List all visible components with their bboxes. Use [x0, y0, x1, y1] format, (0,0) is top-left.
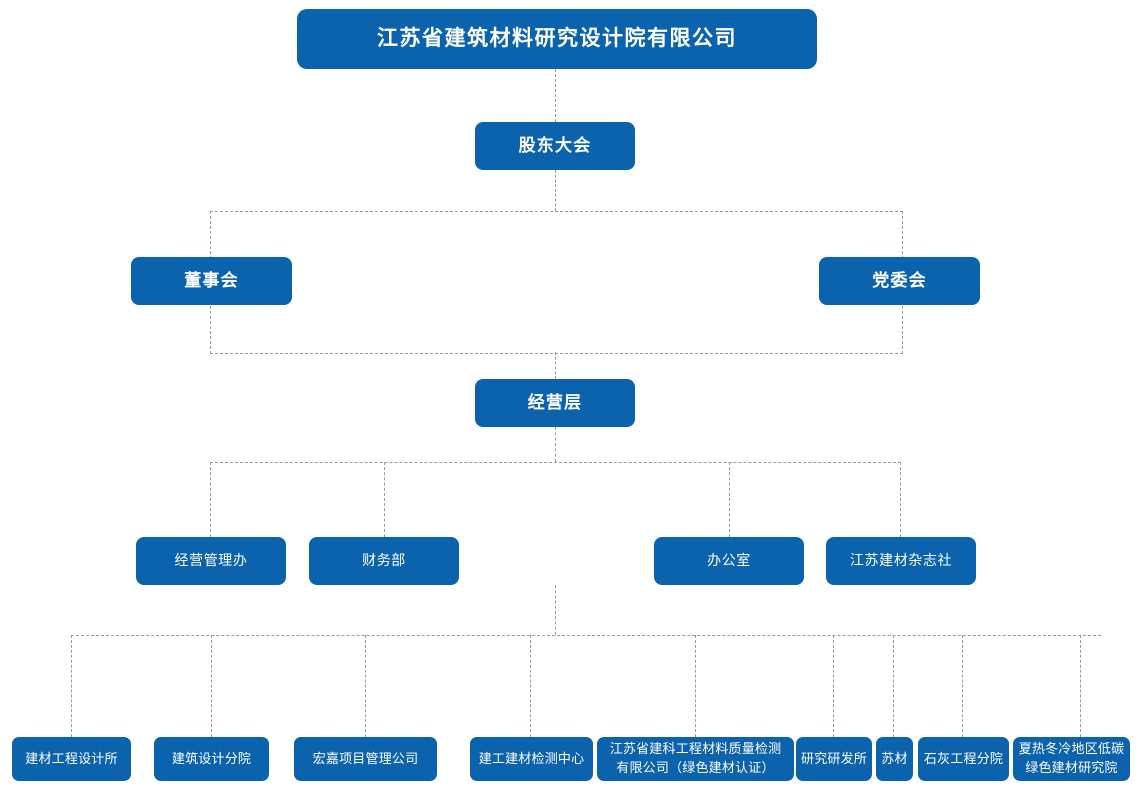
org-node-assembly[interactable]: 股东大会 — [475, 122, 635, 170]
org-node-unit-jianke-material-quality-testing[interactable]: 江苏省建科工程材料质量检测 有限公司（绿色建材认证） — [597, 737, 794, 781]
connector-drop-dept-4 — [900, 462, 901, 537]
connector-drop-unit-1 — [71, 635, 72, 737]
org-node-board-of-directors[interactable]: 董事会 — [131, 257, 292, 305]
org-node-party-committee[interactable]: 党委会 — [819, 257, 980, 305]
connector-drop-unit-4 — [530, 635, 531, 737]
connector-departments-bus — [210, 462, 901, 463]
org-node-root[interactable]: 江苏省建筑材料研究设计院有限公司 — [297, 9, 817, 69]
org-node-unit-building-materials-design[interactable]: 建材工程设计所 — [12, 737, 131, 781]
connector-drop-dept-2 — [384, 462, 385, 537]
connector-drop-unit-3 — [365, 635, 366, 737]
connector-drop-unit-9 — [1080, 635, 1081, 737]
connector-drop-dept-1 — [210, 462, 211, 537]
connector-drop-unit-8 — [962, 635, 963, 737]
connector-drop-dept-3 — [729, 462, 730, 537]
connector-drop-unit-2 — [211, 635, 212, 737]
connector-drop-unit-7 — [893, 635, 894, 737]
connector-bracket-to-management — [555, 352, 556, 379]
org-node-unit-research-institute[interactable]: 研究研发所 — [796, 737, 872, 781]
connector-management-down — [555, 427, 556, 462]
org-node-dept-magazine[interactable]: 江苏建材杂志社 — [826, 537, 976, 585]
org-node-unit-low-carbon-green-materials[interactable]: 夏热冬冷地区低碳 绿色建材研究院 — [1013, 737, 1130, 781]
org-node-unit-architectural-design[interactable]: 建筑设计分院 — [154, 737, 269, 781]
org-node-unit-construction-testing-center[interactable]: 建工建材检测中心 — [470, 737, 593, 781]
org-node-unit-sucai[interactable]: 苏材 — [876, 737, 913, 781]
connector-drop-unit-5 — [695, 635, 696, 737]
connector-assembly-down — [555, 170, 556, 211]
connector-units-bus — [71, 635, 1101, 636]
org-node-dept-finance[interactable]: 财务部 — [309, 537, 459, 585]
connector-governance-bracket — [210, 211, 903, 354]
org-node-dept-operations-office[interactable]: 经营管理办 — [136, 537, 286, 585]
connector-root-to-assembly — [555, 69, 556, 122]
connector-drop-unit-6 — [833, 635, 834, 737]
org-node-unit-hongjia-project-management[interactable]: 宏嘉项目管理公司 — [294, 737, 437, 781]
org-node-unit-lime-engineering-branch[interactable]: 石灰工程分院 — [918, 737, 1009, 781]
org-node-dept-general-office[interactable]: 办公室 — [654, 537, 804, 585]
org-node-management[interactable]: 经营层 — [475, 379, 635, 427]
connector-management-to-units — [555, 585, 556, 635]
